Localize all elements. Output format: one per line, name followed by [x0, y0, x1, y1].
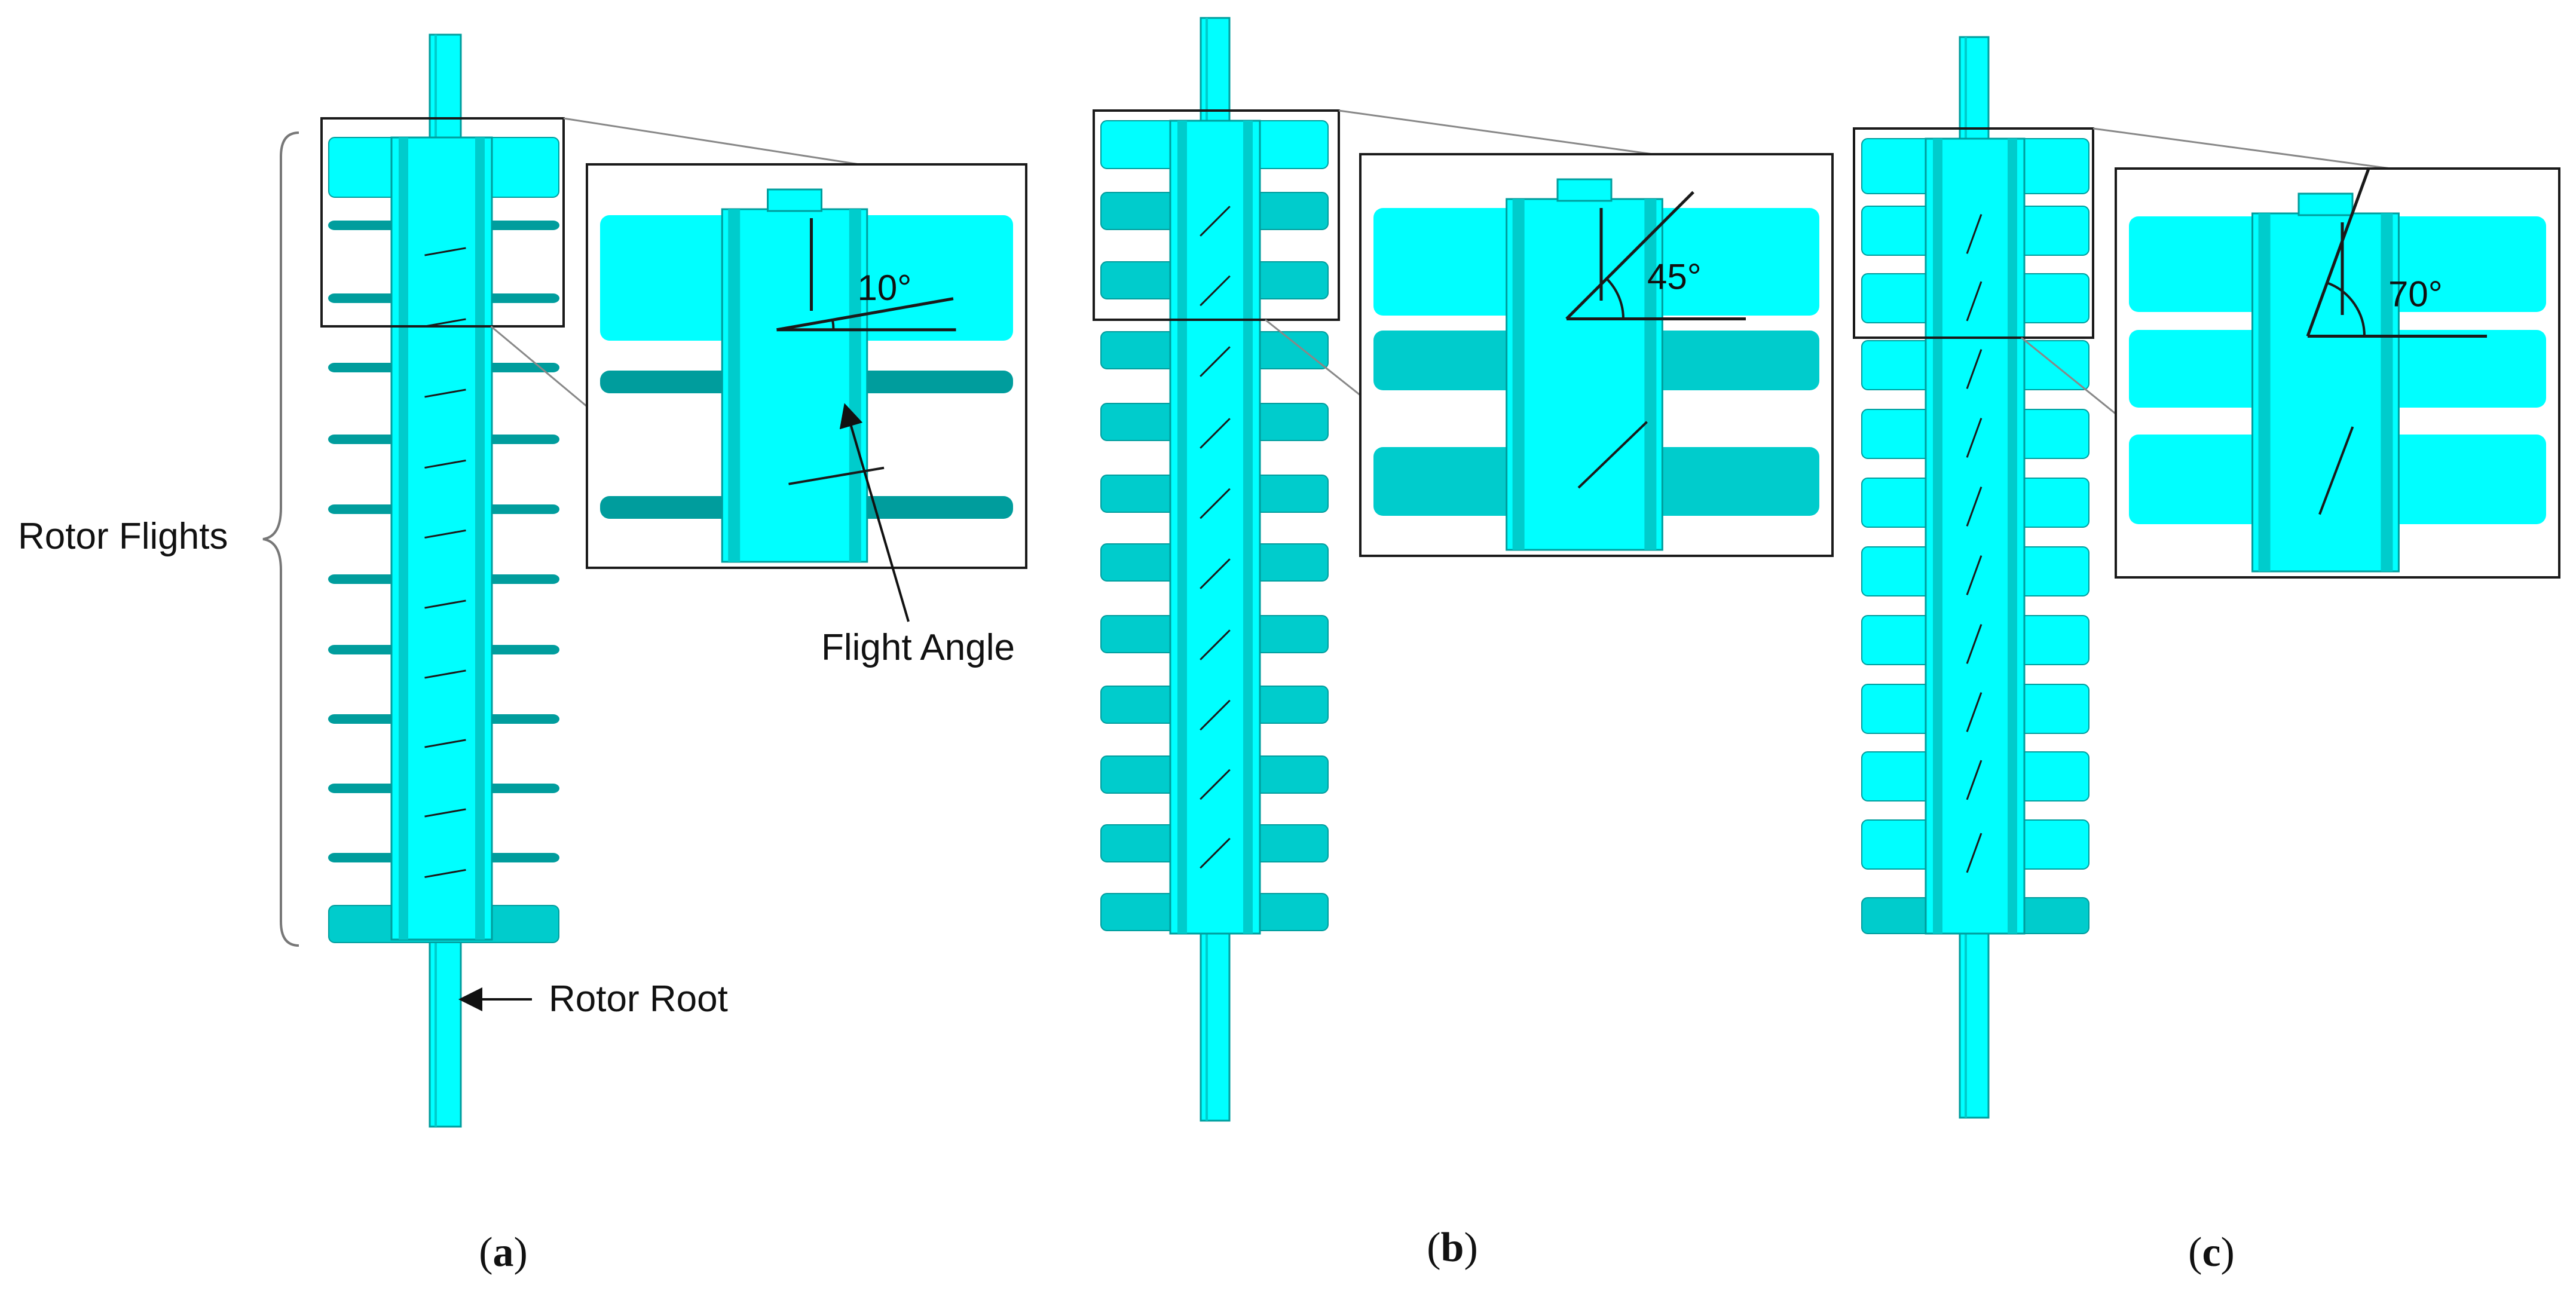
flight-angle-value: 45°: [1647, 257, 1702, 297]
core-shading-left: [1177, 121, 1187, 934]
flight-slot: [424, 459, 466, 469]
flight-angle-label: Flight Angle: [821, 627, 1015, 668]
zoom-inset: 45°: [1359, 153, 1834, 557]
zoom-core: [2251, 212, 2400, 573]
flight-slot: [1966, 487, 1983, 527]
flight-slot: [424, 599, 466, 609]
zoom-core-shading: [1512, 199, 1525, 550]
flight-slot: [1966, 214, 1983, 254]
arrow-icon: [839, 403, 910, 622]
flight-slot: [1966, 281, 1983, 322]
zoom-selection-box: [1853, 127, 2094, 339]
flight-slot: [424, 868, 466, 879]
flight-slot: [1200, 769, 1231, 800]
flight-slot: [1200, 558, 1231, 589]
zoom-core-shading: [2381, 213, 2393, 571]
flight-slot: [1966, 624, 1983, 664]
flight-slot: [1200, 699, 1231, 731]
zoom-lower-slot: [788, 466, 885, 485]
flight-angle-ray: [776, 297, 954, 332]
flight-slot: [1200, 418, 1231, 449]
zoom-lower-slot: [1577, 421, 1648, 489]
panel-label-a: (a): [479, 1229, 528, 1275]
flight-slot: [424, 808, 466, 818]
flight-slot: [1200, 206, 1231, 237]
core-shading-right: [1243, 121, 1253, 934]
flight-angle-ray: [2306, 167, 2370, 337]
panel-label-c: (c): [2188, 1229, 2235, 1275]
zoom-inset: 10°: [586, 163, 1027, 569]
rotor-root-label: Rotor Root: [549, 978, 728, 1020]
flight-slot: [1200, 488, 1231, 519]
flight-slot: [1200, 629, 1231, 660]
zoom-lower-slot: [2318, 426, 2354, 515]
flight-slot: [1200, 275, 1231, 307]
zoom-shaft-stub: [767, 188, 822, 212]
flight-slot: [1200, 346, 1231, 377]
flight-slot: [1966, 349, 1983, 389]
flight-angle-ray: [1565, 191, 1694, 320]
angle-arc: [2326, 282, 2366, 336]
zoom-selection-box: [320, 117, 565, 328]
callout-line: [1265, 319, 1361, 396]
zoom-core: [721, 208, 868, 563]
zoom-inset: 70°: [2115, 167, 2560, 579]
zoom-core-shading: [849, 209, 861, 562]
callout-line: [1338, 109, 1654, 155]
core-shading-right: [2008, 139, 2017, 934]
curly-brace-icon: [262, 131, 299, 947]
flight-slot: [1966, 833, 1983, 873]
panel-label-b: (b): [1427, 1225, 1478, 1271]
flight-slot: [1966, 555, 1983, 595]
flight-slot: [1966, 692, 1983, 732]
flight-slot: [424, 529, 466, 539]
callout-line: [563, 117, 859, 166]
flight-angle-annotation: Flight Angle: [821, 403, 1015, 668]
flight-slot: [424, 669, 466, 679]
angle-arc: [1605, 277, 1624, 319]
flight-slot: [424, 739, 466, 748]
callout-line: [490, 325, 588, 408]
flight-slot: [1966, 418, 1983, 458]
zoom-core-shading: [1644, 199, 1657, 550]
zoom-shaft-stub: [1556, 178, 1613, 202]
rotor-flights-label: Rotor Flights: [18, 516, 228, 557]
rotor-root-annotation: Rotor Root: [458, 978, 728, 1020]
callout-line: [2092, 127, 2391, 170]
core-shading-right: [475, 137, 485, 940]
flight-slot: [1200, 837, 1231, 869]
flight-angle-value: 70°: [2388, 274, 2443, 314]
zoom-selection-box: [1093, 109, 1340, 321]
core-shading-left: [1933, 139, 1942, 934]
flight-slot: [424, 388, 466, 398]
flight-slot: [1966, 760, 1983, 800]
core-shading-left: [399, 137, 408, 940]
panel-a: 10°: [320, 33, 1027, 1128]
flight-slot: [424, 247, 466, 256]
zoom-core: [1506, 198, 1663, 551]
rotor-flights-annotation: Rotor Flights: [18, 131, 299, 947]
zoom-core-shading: [728, 209, 741, 562]
panel-b: 45°: [1093, 17, 1834, 1122]
panel-c: 70°: [1853, 36, 2560, 1119]
callout-line: [2021, 336, 2116, 415]
flight-angle-value: 10°: [858, 268, 912, 308]
zoom-core-shading: [2258, 213, 2271, 571]
zoom-shaft-stub: [2297, 192, 2354, 216]
